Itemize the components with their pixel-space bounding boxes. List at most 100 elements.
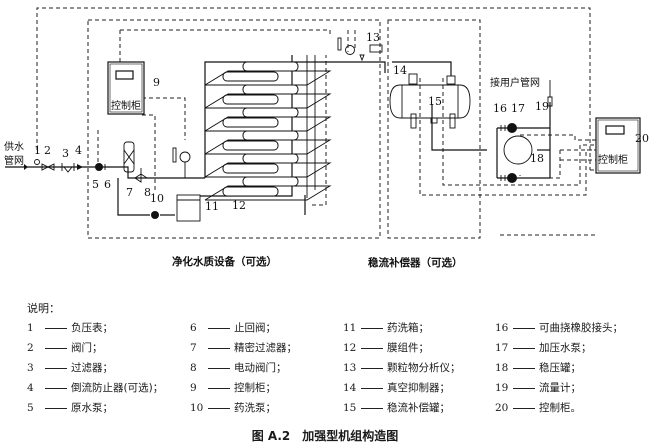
legend-item-text: 过滤器； — [71, 362, 113, 374]
legend-item-number: 1 — [27, 322, 34, 334]
callout-10: 10 — [150, 192, 164, 205]
legend-title: 说明： — [27, 302, 60, 315]
svg-text:控制柜: 控制柜 — [111, 99, 141, 112]
legend-item-text: 流量计； — [539, 382, 581, 394]
display-panel-icon — [115, 70, 134, 80]
motorized-valve-icon — [134, 168, 148, 183]
booster-pump-icon — [507, 123, 517, 133]
legend-dash — [208, 347, 230, 349]
legend-item-text: 倒流防止器(可选)； — [71, 382, 164, 394]
legend-dash — [361, 347, 383, 349]
dosing-pump-icon — [151, 211, 159, 219]
membrane-module-icon — [222, 140, 279, 151]
inlet-label: 供水 — [4, 140, 24, 153]
legend-dash — [361, 367, 383, 369]
booster-pump-icon-2 — [507, 173, 517, 183]
check-valve-icon — [104, 164, 112, 170]
membrane-module-icon — [242, 61, 299, 72]
particle-analyzer-icon — [337, 37, 383, 62]
callout-17: 17 — [511, 102, 525, 115]
legend-item-text: 颗粒物分析仪； — [387, 362, 461, 374]
membrane-module-icon — [222, 117, 279, 128]
legend-dash — [45, 387, 67, 389]
callout-16: 16 — [493, 102, 507, 115]
membrane-module-icon — [222, 186, 279, 197]
legend-item-text: 原水泵； — [71, 402, 113, 414]
membrane-module-stack — [204, 55, 332, 201]
membrane-module-icon — [242, 153, 299, 164]
flowmeter-icon-2 — [547, 96, 553, 107]
legend-item: 16 可曲挠橡胶接头； — [495, 318, 623, 338]
legend-item: 6 止回阀； — [190, 318, 297, 338]
callout-6: 6 — [104, 178, 111, 191]
legend-item-text: 止回阀； — [234, 322, 276, 334]
legend-item: 4 倒流防止器(可选)； — [27, 378, 163, 398]
pressure-stabilizing-tank-icon — [503, 135, 533, 165]
legend-dash — [208, 407, 230, 409]
legend-item-number: 15 — [343, 402, 357, 414]
membrane-module-icon — [242, 130, 299, 141]
legend-dash — [45, 367, 67, 369]
system-diagram: 供水 管网 控制柜 — [4, 7, 649, 269]
legend-item-text: 电动阀门； — [234, 362, 287, 374]
legend-item-text: 控制柜。 — [539, 402, 581, 414]
stabilizer-tank-icon — [389, 61, 471, 129]
legend-dash — [513, 367, 535, 369]
callout-4: 4 — [75, 144, 82, 157]
dosing-tank-icon — [176, 194, 201, 222]
membrane-rack-shelf — [204, 185, 332, 201]
membrane-module-icon — [242, 107, 299, 118]
legend-item-number: 6 — [190, 322, 197, 334]
control-cabinet-right: 控制柜 — [595, 117, 641, 174]
legend-item: 19 流量计； — [495, 378, 623, 398]
callout-numbers: 1 2 3 4 5 6 7 8 9 10 11 12 13 14 15 16 1… — [34, 31, 649, 213]
legend-item-number: 11 — [343, 322, 357, 334]
control-cabinet-left: 控制柜 — [107, 61, 145, 115]
legend-item-number: 8 — [190, 362, 197, 374]
membrane-module-icon — [222, 163, 279, 174]
membrane-module-icon — [242, 176, 299, 187]
inlet-components: 供水 管网 — [4, 140, 201, 222]
membrane-module-icon — [242, 84, 299, 95]
legend-item-text: 稳压罐； — [539, 362, 581, 374]
valve-icon — [41, 163, 55, 171]
vacuum-suppressor-icon — [408, 73, 418, 85]
legend-dash — [45, 347, 67, 349]
control-signal-lines — [36, 7, 598, 239]
figure-caption: 图 A.2 加强型机组构造图 — [251, 429, 399, 443]
callout-1: 1 — [34, 144, 41, 157]
section-label-stabilizer: 稳流补偿器（可选） — [368, 256, 463, 269]
legend-item-number: 14 — [343, 382, 357, 394]
callout-12: 12 — [232, 199, 246, 212]
legend-item: 11 药洗箱； — [343, 318, 461, 338]
legend-item-text: 药洗箱； — [387, 322, 429, 334]
section-label-purification: 净化水质设备（可选） — [172, 255, 277, 268]
legend-item-text: 控制柜； — [234, 382, 276, 394]
callout-5: 5 — [92, 178, 99, 191]
pressure-gauge-icon — [179, 151, 191, 163]
legend-item-text: 可曲挠橡胶接头； — [539, 322, 623, 334]
legend-item-number: 16 — [495, 322, 509, 334]
legend-item-number: 19 — [495, 382, 509, 394]
legend-item-text: 精密过滤器； — [234, 342, 297, 354]
backflow-preventer-icon — [77, 164, 83, 170]
legend-item-number: 5 — [27, 402, 34, 414]
legend-dash — [208, 367, 230, 369]
legend-item-number: 4 — [27, 382, 34, 394]
callout-20: 20 — [635, 132, 649, 145]
filter-icon — [61, 163, 75, 173]
callout-19: 19 — [535, 100, 549, 113]
vacuum-gauge-icon — [34, 159, 40, 165]
